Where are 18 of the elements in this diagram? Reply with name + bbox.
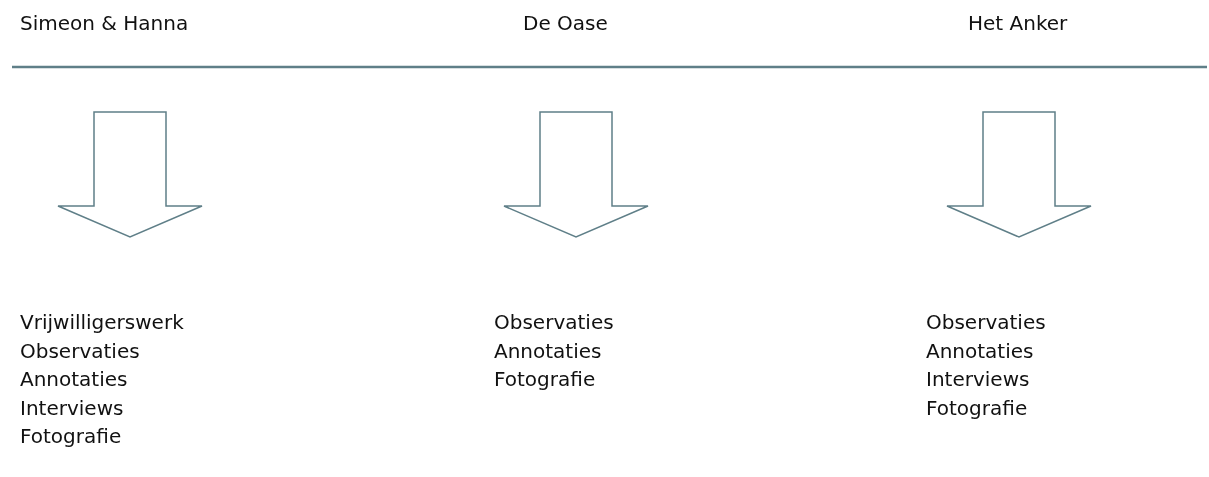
list-item: Annotaties bbox=[494, 337, 603, 365]
list-item: Annotaties bbox=[926, 337, 1035, 365]
list-item: Interviews bbox=[926, 366, 1031, 393]
list-item: Fotografie bbox=[926, 394, 1029, 422]
list-item: Interviews bbox=[20, 394, 125, 422]
block-arrow bbox=[503, 111, 649, 238]
block-arrow bbox=[946, 111, 1092, 238]
list-item: Observaties bbox=[494, 309, 614, 336]
list-item: Observaties bbox=[20, 337, 141, 365]
list-item: Annotaties bbox=[20, 366, 129, 393]
list-item: Fotografie bbox=[20, 423, 123, 450]
column-heading: Simeon & Hanna bbox=[20, 10, 189, 36]
list-item: Observaties bbox=[926, 309, 1046, 336]
column-heading: Het Anker bbox=[968, 10, 1068, 36]
list-item: Fotografie bbox=[494, 366, 597, 393]
column-heading: De Oase bbox=[523, 10, 608, 36]
block-arrow bbox=[57, 111, 203, 238]
list-item: Vrijwilligerswerk bbox=[20, 309, 184, 336]
